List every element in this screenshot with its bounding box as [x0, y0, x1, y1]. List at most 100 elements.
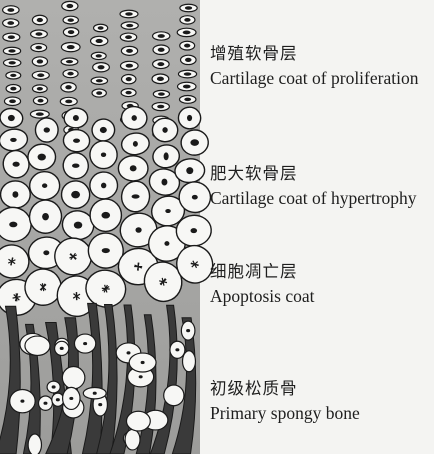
- label-spongy-bone-en: Primary spongy bone: [210, 402, 360, 424]
- cell-nucleus: [98, 26, 104, 29]
- cell-nucleus: [101, 152, 106, 157]
- cell-nucleus: [125, 35, 132, 39]
- cell-nucleus: [158, 34, 165, 38]
- cell-nucleus: [69, 397, 73, 400]
- label-hypertrophy-en: Cartilage coat of hypertrophy: [210, 187, 417, 209]
- cell-nucleus: [184, 18, 190, 22]
- cell-nucleus: [10, 74, 16, 77]
- cell-nucleus: [68, 30, 74, 34]
- cell-nucleus: [139, 375, 143, 378]
- cell-nucleus: [187, 115, 192, 121]
- cell-nucleus: [184, 72, 192, 75]
- cell-nucleus: [126, 24, 133, 27]
- cell-nucleus: [66, 60, 73, 63]
- label-apoptosis: 细胞凋亡层 Apoptosis coat: [210, 262, 315, 307]
- cell-nucleus: [42, 183, 47, 188]
- cell-nucleus: [52, 385, 56, 388]
- label-hypertrophy-zh: 肥大软骨层: [210, 164, 417, 184]
- cell-nucleus: [56, 398, 60, 401]
- cell-nucleus: [43, 402, 47, 405]
- cell-nucleus: [157, 77, 164, 81]
- cell-nucleus: [8, 115, 15, 121]
- cell-nucleus: [73, 138, 80, 142]
- cell-nucleus: [125, 12, 133, 15]
- cell-nucleus: [93, 392, 97, 395]
- marrow-space: [25, 336, 50, 355]
- cell-nucleus: [191, 228, 198, 233]
- label-apoptosis-en: Apoptosis coat: [210, 285, 315, 307]
- label-proliferation-zh: 增殖软骨层: [210, 44, 418, 64]
- cell-nucleus: [96, 39, 103, 43]
- cell-nucleus: [72, 164, 79, 168]
- cell-nucleus: [175, 348, 179, 351]
- cell-nucleus: [158, 92, 165, 95]
- cell-nucleus: [98, 403, 102, 406]
- cell-nucleus: [83, 342, 87, 345]
- cell-nucleus: [35, 46, 42, 50]
- cell-nucleus: [44, 127, 50, 132]
- cell-nucleus: [164, 241, 169, 246]
- cell-nucleus: [43, 250, 49, 255]
- label-proliferation: 增殖软骨层 Cartilage coat of proliferation: [210, 44, 418, 89]
- cell-nucleus: [13, 162, 20, 167]
- cell-nucleus: [35, 32, 42, 36]
- cell-nucleus: [71, 191, 80, 198]
- cell-nucleus: [192, 195, 198, 200]
- cell-nucleus: [96, 54, 102, 57]
- cell-nucleus: [66, 4, 73, 8]
- cell-nucleus: [42, 213, 49, 220]
- cell-nucleus: [157, 62, 164, 66]
- cell-nucleus: [38, 154, 46, 161]
- cell-nucleus: [12, 191, 18, 198]
- cell-nucleus: [125, 91, 131, 95]
- cell-nucleus: [73, 115, 79, 121]
- cell-nucleus: [37, 18, 43, 22]
- cell-nucleus: [67, 45, 75, 49]
- marrow-space: [164, 385, 184, 406]
- cell-nucleus: [20, 400, 24, 403]
- cell-nucleus: [37, 59, 43, 63]
- cell-nucleus: [65, 85, 71, 89]
- cell-nucleus: [37, 73, 44, 77]
- cell-nucleus: [68, 18, 74, 21]
- cell-nucleus: [101, 212, 110, 219]
- cell-nucleus: [36, 112, 44, 116]
- cell-nucleus: [190, 139, 199, 146]
- cell-nucleus: [9, 99, 16, 103]
- marrow-space: [126, 411, 150, 431]
- label-spongy-bone-zh: 初级松质骨: [210, 379, 360, 399]
- cell-nucleus: [126, 64, 133, 68]
- cell-nucleus: [37, 87, 43, 90]
- cell-nucleus: [96, 91, 102, 95]
- cell-nucleus: [102, 248, 110, 253]
- cell-nucleus: [132, 194, 140, 198]
- cell-nucleus: [132, 115, 137, 121]
- cell-nucleus: [161, 179, 167, 186]
- cell-nucleus: [186, 167, 193, 174]
- cell-nucleus: [65, 100, 72, 104]
- cell-nucleus: [74, 222, 82, 229]
- cell-nucleus: [141, 361, 145, 364]
- cell-nucleus: [126, 49, 133, 53]
- label-spongy-bone: 初级松质骨 Primary spongy bone: [210, 379, 360, 424]
- marrow-space: [125, 429, 140, 450]
- label-proliferation-en: Cartilage coat of proliferation: [210, 67, 418, 89]
- cell-nucleus: [8, 35, 15, 39]
- cell-nucleus: [9, 61, 16, 64]
- cell-nucleus: [60, 347, 64, 350]
- cell-nucleus: [7, 8, 14, 12]
- cell-nucleus: [162, 127, 167, 133]
- cell-nucleus: [130, 165, 137, 171]
- cell-nucleus: [185, 6, 192, 9]
- cell-nucleus: [184, 98, 191, 102]
- cell-nucleus: [157, 105, 164, 109]
- marrow-space: [28, 434, 41, 454]
- cell-nucleus: [135, 227, 141, 233]
- cell-nucleus: [126, 77, 132, 81]
- cell-nucleus: [101, 183, 106, 189]
- cell-nucleus: [10, 138, 17, 142]
- cell-nucleus: [67, 72, 73, 76]
- cell-nucleus: [183, 31, 191, 35]
- label-hypertrophy: 肥大软骨层 Cartilage coat of hypertrophy: [210, 164, 417, 209]
- cell-nucleus: [7, 21, 14, 25]
